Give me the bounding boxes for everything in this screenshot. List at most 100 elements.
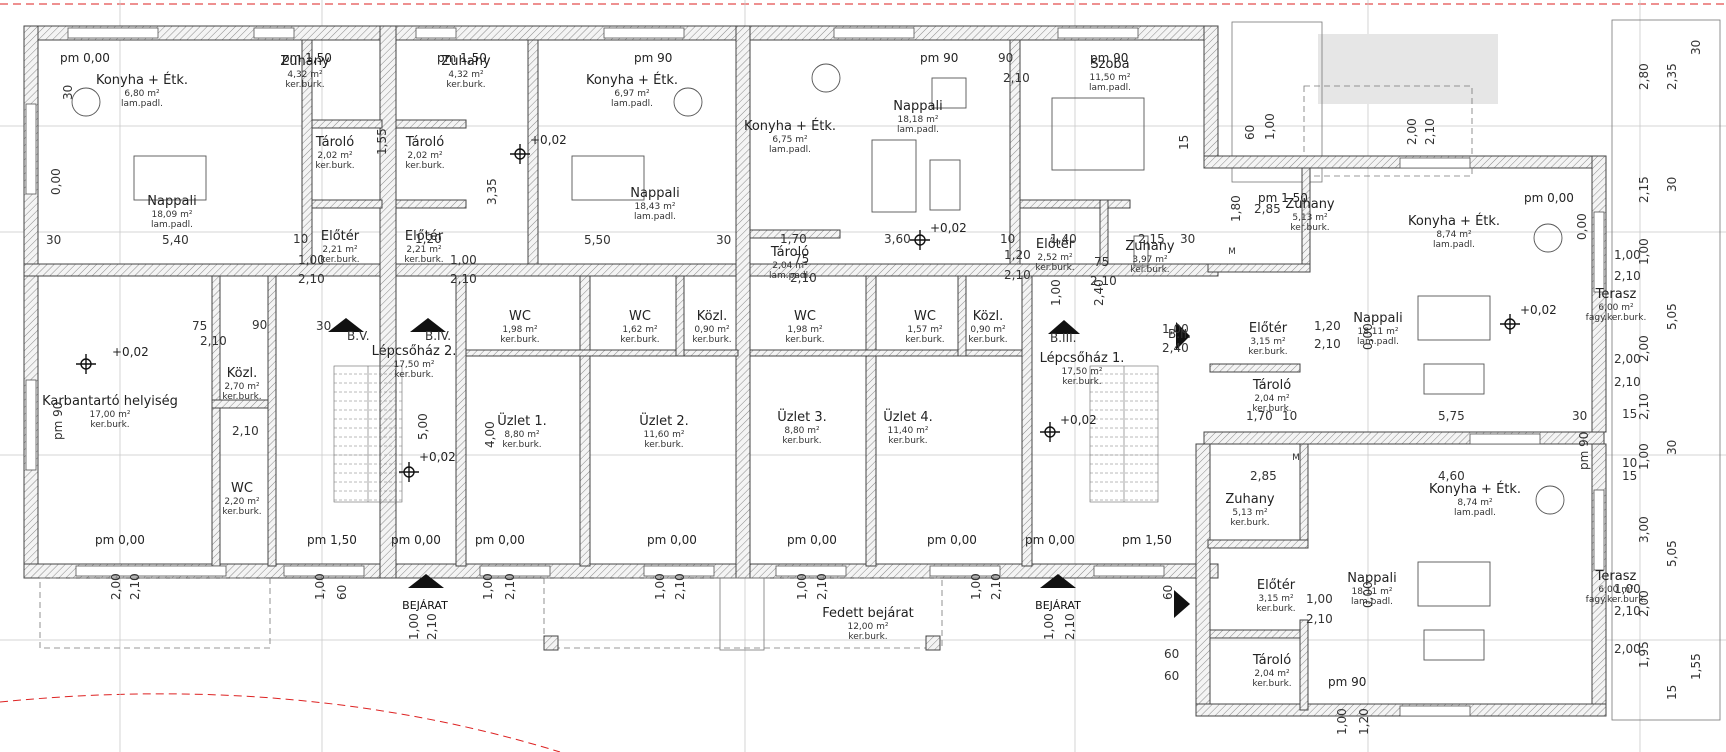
dimension-label: 2,10: [1614, 269, 1641, 283]
entrance-label: BEJÁRAT: [1035, 599, 1081, 612]
room-floor: ker.burk.: [446, 80, 485, 90]
room-floor: ker.burk.: [888, 436, 927, 446]
room-floor: ker.burk.: [1230, 518, 1269, 528]
dimension-label: 90: [998, 51, 1013, 65]
level-label: pm 1,50: [1122, 533, 1172, 547]
room-area: 6,80 m²: [124, 89, 160, 99]
dimension-label-vertical: 2,35: [1665, 63, 1679, 90]
room-area: 2,02 m²: [317, 151, 353, 161]
room-area: 5,13 m²: [1232, 508, 1268, 518]
room-area: 18,11 m²: [1351, 587, 1392, 597]
dimension-label: 30: [1572, 409, 1587, 423]
level-label: pm 1,50: [282, 51, 332, 65]
level-label: +0,02: [419, 450, 456, 464]
room-floor: lam.padl.: [769, 145, 811, 155]
room-name: Konyha + Étk.: [744, 118, 836, 134]
dimension-label: 5,40: [162, 233, 189, 247]
neighbour-building: [1318, 34, 1498, 104]
dimension-label: 2,10: [232, 424, 259, 438]
room-floor: ker.burk.: [394, 370, 433, 380]
room-area: 2,04 m²: [1254, 669, 1290, 679]
room-labels: Konyha + Étk.6,80 m²lam.padl.Zuhany4,32 …: [42, 54, 1646, 689]
room-area: 18,43 m²: [634, 202, 675, 212]
room-floor: lam.padl.: [1351, 597, 1393, 607]
room-floor: ker.burk.: [405, 161, 444, 171]
dimension-label-vertical: 0,00: [1361, 323, 1375, 350]
level-label: pm 90: [1090, 51, 1128, 65]
dimension-label-vertical: 15: [1665, 685, 1679, 700]
room-name: Tároló: [315, 135, 354, 150]
dimension-label: 15: [1622, 469, 1637, 483]
level-label: pm 0,00: [95, 533, 145, 547]
room-floor: ker.burk.: [1248, 347, 1287, 357]
neighbour-outline: [1231, 21, 1323, 183]
dimension-label-vertical: 1,20: [1357, 708, 1371, 735]
room-area: 5,13 m²: [1292, 213, 1328, 223]
room-name: Üzlet 4.: [883, 408, 933, 425]
mark-label: M: [1292, 453, 1300, 463]
dimension-label: 1,00: [1162, 322, 1189, 336]
room-name: Zuhany: [1225, 492, 1275, 507]
dimension-label: 2,10: [1004, 268, 1031, 282]
room-floor: ker.burk.: [1252, 404, 1291, 414]
room-floor: lam.padl.: [121, 99, 163, 109]
room-floor: lam.padl.: [1454, 508, 1496, 518]
dimension-label-vertical: 30: [61, 85, 75, 100]
dimension-label: 75: [1094, 255, 1109, 269]
dimension-label: 2,10: [1614, 375, 1641, 389]
room-name: Előtér: [321, 229, 360, 244]
dimension-label: 30: [316, 319, 331, 333]
dimension-label-vertical: 1,80: [1229, 195, 1243, 222]
room-area: 1,98 m²: [502, 325, 538, 335]
dimension-label: 1,00: [1306, 592, 1333, 606]
level-label: pm 90: [634, 51, 672, 65]
room-name: Előtér: [1249, 321, 1288, 336]
room-name: Nappali: [893, 99, 942, 114]
room-floor: ker.burk.: [404, 255, 443, 265]
room-area: 1,98 m²: [787, 325, 823, 335]
room-area: 4,32 m²: [448, 70, 484, 80]
room-area: 0,90 m²: [694, 325, 730, 335]
dimension-label-vertical: 2,10: [1637, 393, 1651, 420]
room-name: Nappali: [1347, 571, 1396, 586]
room-name: Közl.: [973, 309, 1003, 324]
dimension-label: 1,00: [1614, 582, 1641, 596]
dimension-label-vertical: 2,15: [1637, 176, 1651, 203]
room-name: Zuhany: [280, 54, 330, 69]
room-floor: lam.padl.: [1357, 337, 1399, 347]
room-area: 1,57 m²: [907, 325, 943, 335]
room-floor: lam.padl.: [897, 125, 939, 135]
room-name: Terasz: [1595, 287, 1637, 302]
room-name: Szoba: [1090, 57, 1129, 72]
dimension-label: 1,00: [298, 253, 325, 267]
level-label: pm 0,00: [787, 533, 837, 547]
room-area: 8,80 m²: [784, 426, 820, 436]
room-area: 2,04 m²: [772, 261, 808, 271]
room-floor: ker.burk.: [90, 420, 129, 430]
dimension-label-vertical: 2,10: [1423, 118, 1437, 145]
room-name: Karbantartó helyiség: [42, 394, 178, 409]
level-label: pm 0,00: [391, 533, 441, 547]
room-name: Konyha + Étk.: [1408, 213, 1500, 229]
room-floor: ker.burk.: [1130, 265, 1169, 275]
room-area: 18,11 m²: [1357, 327, 1398, 337]
level-label: +0,02: [930, 221, 967, 235]
room-area: 1,62 m²: [622, 325, 658, 335]
dimension-label: 2,10: [298, 272, 325, 286]
